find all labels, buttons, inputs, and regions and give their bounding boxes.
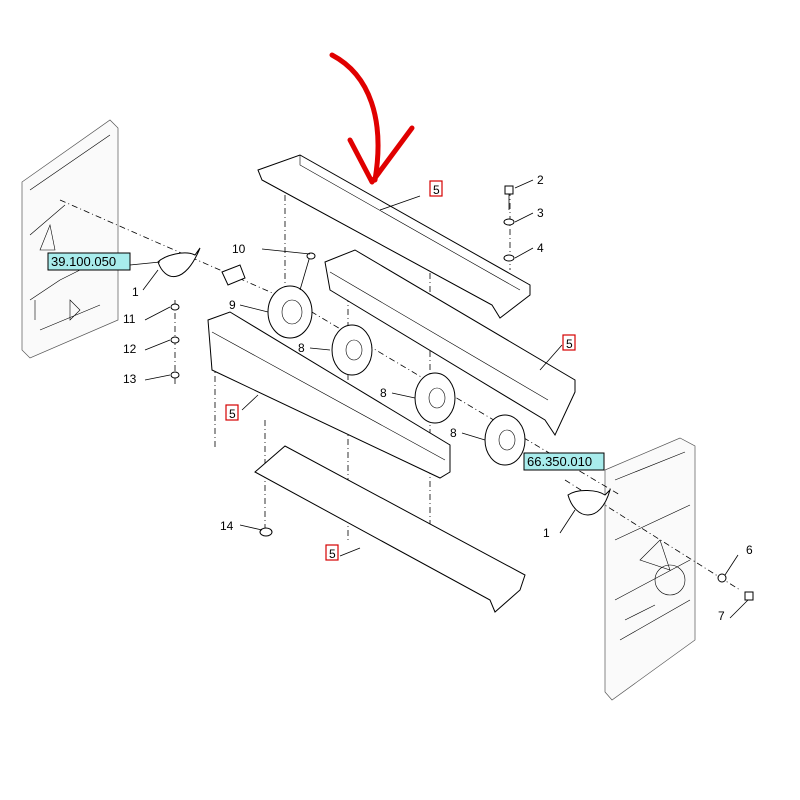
washer-11 [170, 303, 180, 311]
ref-code-left[interactable]: 39.100.050 [51, 254, 116, 269]
shaft-coupling [221, 264, 246, 286]
callout-5-mid-right: 5 [566, 337, 573, 351]
callout-1-right: 1 [543, 526, 550, 540]
bottom-panel [254, 445, 526, 613]
callout-6: 6 [746, 543, 753, 557]
highlight-box-5-top [429, 180, 443, 197]
bolt-7 [744, 591, 754, 601]
callout-13: 13 [123, 372, 137, 386]
bearing-8-b [414, 372, 456, 424]
highlight-box-5-mid-right [562, 334, 576, 351]
washer-3 [503, 218, 515, 226]
callout-8-b: 8 [380, 386, 387, 400]
callout-5-bottom: 5 [329, 547, 336, 561]
callout-14: 14 [220, 519, 234, 533]
washer-13 [170, 371, 180, 379]
ref-box-left[interactable]: 39.100.050 [47, 252, 131, 271]
callout-8-a: 8 [298, 341, 305, 355]
red-indicator-arrow [329, 52, 415, 185]
callout-8-c: 8 [450, 426, 457, 440]
callout-7: 7 [718, 609, 725, 623]
callout-5-top: 5 [433, 183, 440, 197]
right-side-frame [604, 437, 696, 701]
callout-12: 12 [123, 342, 137, 356]
bolt-2 [504, 185, 514, 210]
bolt-10 [299, 252, 316, 291]
leader-lines [129, 179, 749, 619]
washer-4 [503, 254, 515, 262]
bearing-9 [267, 285, 313, 339]
callout-9: 9 [229, 298, 236, 312]
highlight-box-5-bottom [325, 544, 339, 561]
washer-14 [259, 527, 273, 537]
ref-box-right[interactable]: 66.350.010 [523, 452, 605, 471]
middle-panel [324, 249, 576, 437]
callout-4: 4 [537, 241, 544, 255]
bearing-8-a [331, 324, 373, 376]
callout-2: 2 [537, 173, 544, 187]
top-panel [257, 154, 531, 319]
ref-code-right[interactable]: 66.350.010 [527, 454, 592, 469]
left-side-frame [21, 119, 119, 359]
bearing-8-c [484, 414, 526, 466]
callout-5-mid-left: 5 [229, 407, 236, 421]
lower-left-panel [207, 311, 451, 479]
bracket-left [157, 247, 201, 277]
highlight-box-5-mid-left [225, 404, 239, 421]
callout-11: 11 [123, 312, 136, 326]
callout-1-left: 1 [132, 285, 139, 299]
callout-10: 10 [232, 242, 246, 256]
washer-12 [170, 336, 180, 344]
callout-3: 3 [537, 206, 544, 220]
washer-6 [717, 573, 727, 583]
bracket-right [567, 488, 612, 516]
